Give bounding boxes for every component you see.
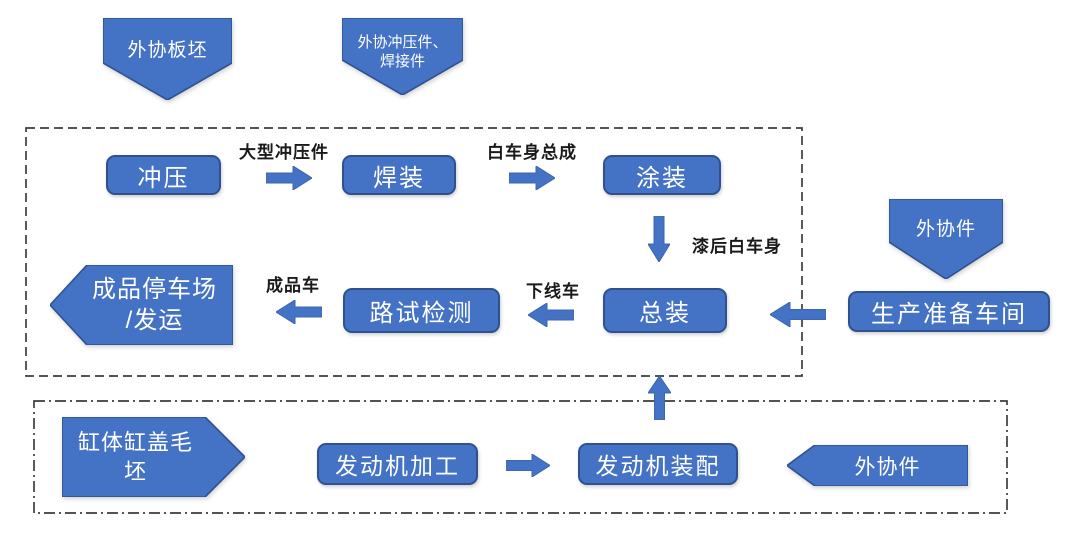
stamping-box: 冲压: [106, 155, 221, 195]
parking-shipping-pentagon: 成品停车场 /发运: [50, 265, 233, 345]
engine-assembly-box: 发动机装配: [578, 443, 738, 485]
painting-label: 涂装: [636, 164, 688, 192]
prep-workshop-box: 生产准备车间: [848, 291, 1050, 332]
final-assembly-label: 总装: [639, 300, 691, 327]
engine-assembly-label: 发动机装配: [595, 453, 721, 479]
parking-shipping-line2: /发运: [125, 307, 184, 334]
welding-label: 焊装: [373, 164, 425, 192]
arrow-roadtest-to-parking-icon: [276, 300, 322, 324]
input-stamped-welded-line2: 焊接件: [379, 53, 425, 70]
input-slab-label: 外协板坯: [127, 39, 208, 61]
finished-vehicle-label: 成品车: [266, 276, 320, 295]
input-outsourced-parts-label: 外协件: [915, 218, 976, 240]
engine-machining-box: 发动机加工: [317, 443, 478, 485]
arrow-prep-to-assembly-icon: [770, 302, 826, 327]
engine-machining-label: 发动机加工: [335, 453, 460, 479]
road-test-label: 路试检测: [369, 300, 474, 327]
stamping-label: 冲压: [137, 164, 190, 192]
engine-outsourced-parts-pentagon: 外协件: [787, 445, 968, 486]
arrow-engine-to-assembly-icon: [648, 376, 671, 420]
road-test-box: 路试检测: [343, 288, 500, 333]
large-stampings-label: 大型冲压件: [239, 143, 329, 162]
input-stamped-welded-pentagon: 外协冲压件、 焊接件: [342, 18, 463, 95]
painted-biw-label: 漆后白车身: [692, 237, 782, 256]
arrow-stamping-to-welding-icon: [266, 166, 312, 190]
final-assembly-box: 总装: [603, 288, 727, 333]
engine-outsourced-parts-label: 外协件: [854, 455, 921, 479]
input-slab-pentagon: 外协板坯: [103, 18, 232, 100]
biw-assembly-label: 白车身总成: [487, 143, 577, 162]
engine-blank-pentagon: 缸体缸盖毛 坯: [62, 417, 245, 497]
arrow-machining-to-engine-assembly-icon: [506, 454, 550, 477]
engine-blank-line2: 坯: [123, 459, 147, 484]
input-stamped-welded-line1: 外协冲压件、: [357, 34, 448, 51]
arrow-assembly-to-roadtest-icon: [528, 303, 574, 327]
offline-vehicle-label: 下线车: [526, 282, 580, 301]
welding-box: 焊装: [342, 155, 456, 195]
input-outsourced-parts-pentagon: 外协件: [889, 199, 1003, 279]
parking-shipping-line1: 成品停车场: [92, 276, 217, 303]
prep-workshop-label: 生产准备车间: [871, 301, 1027, 328]
arrow-painting-to-assembly-icon: [648, 216, 670, 262]
painting-box: 涂装: [603, 155, 721, 195]
engine-blank-line1: 缸体缸盖毛: [77, 430, 193, 455]
arrow-welding-to-painting-icon: [509, 166, 555, 190]
